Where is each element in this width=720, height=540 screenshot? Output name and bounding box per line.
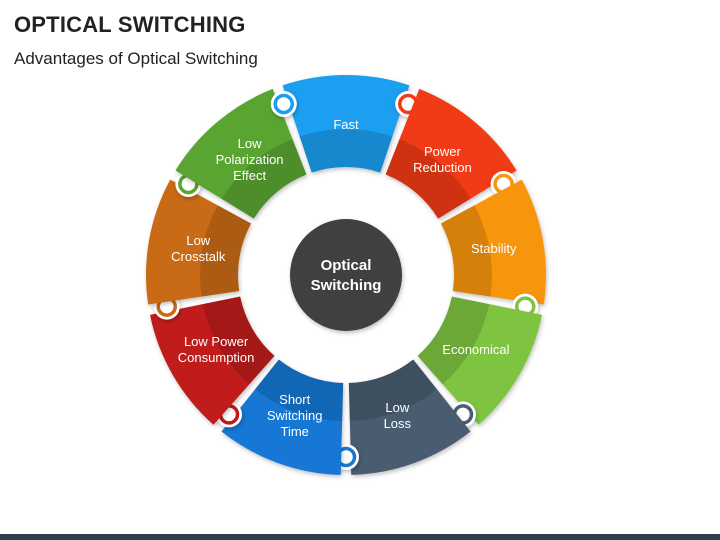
segment-label: Fast bbox=[333, 117, 359, 132]
segment-shape bbox=[150, 296, 275, 425]
segment-inner-band bbox=[440, 205, 492, 297]
battery-icon bbox=[267, 302, 283, 327]
segment-fast: Fast bbox=[282, 74, 422, 202]
segment-shape bbox=[175, 88, 307, 219]
segment-shape bbox=[146, 179, 252, 305]
polarization-bulb-icon bbox=[280, 199, 307, 226]
segment-shape bbox=[282, 74, 410, 173]
stopwatch-icon bbox=[308, 341, 328, 364]
segment-label: Economical bbox=[442, 342, 509, 357]
segment-shape bbox=[417, 296, 542, 425]
segment-inner-band bbox=[200, 205, 252, 297]
footer-bar bbox=[0, 534, 720, 540]
segment-inner-band bbox=[385, 139, 471, 219]
segment-shape bbox=[221, 359, 344, 475]
segment-inner-band bbox=[255, 359, 344, 421]
power-plug-icon bbox=[387, 201, 410, 224]
center-circle bbox=[290, 219, 402, 331]
crosstalk-icon bbox=[252, 247, 279, 274]
segment-shape bbox=[348, 359, 471, 475]
segment-label: Stability bbox=[471, 241, 517, 256]
connector-ring-inner bbox=[273, 93, 295, 115]
page-subtitle: Advantages of Optical Switching bbox=[14, 49, 258, 68]
loss-arrow-icon bbox=[362, 342, 386, 361]
segment-inner-band bbox=[221, 139, 307, 219]
balance-scale-icon bbox=[407, 253, 446, 270]
segment-inner-band bbox=[417, 296, 490, 385]
segment-shape bbox=[440, 179, 546, 305]
segment-inner-band bbox=[202, 296, 275, 385]
svg-text:$: $ bbox=[418, 307, 423, 317]
page-title: OPTICAL SWITCHING bbox=[14, 12, 246, 37]
segment-shape bbox=[385, 88, 517, 219]
segment-inner-band bbox=[348, 359, 437, 421]
speed-clock-icon bbox=[329, 184, 359, 202]
money-hand-icon: $ bbox=[404, 304, 428, 325]
segment-inner-band bbox=[299, 128, 393, 173]
